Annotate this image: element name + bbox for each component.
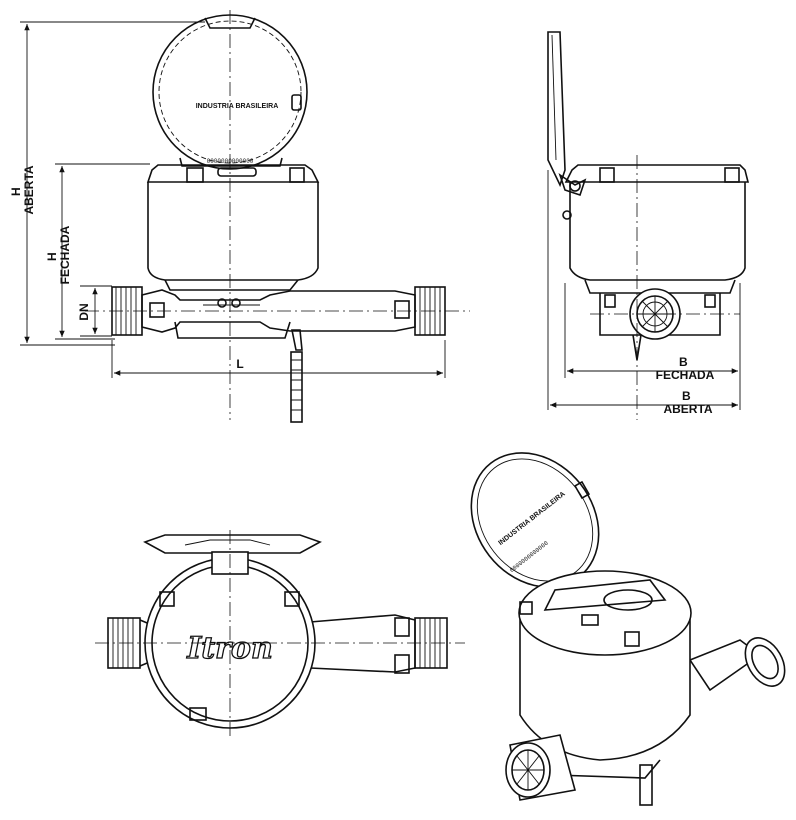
side-lid bbox=[547, 31, 566, 188]
front-register-body bbox=[146, 164, 320, 291]
dn-label: DN bbox=[77, 303, 91, 320]
front-pipe-body bbox=[111, 286, 446, 423]
front-view: INDUSTRIA BRASILEIRA 0000000000000 bbox=[9, 10, 470, 423]
h-aberta-label: H ABERTA bbox=[9, 165, 36, 214]
isometric-view: INDUSTRIA BRASILEIRA 0000000000000 bbox=[470, 452, 786, 806]
l-label: L bbox=[236, 357, 243, 371]
b-fechada-label: B FECHADA bbox=[656, 355, 715, 382]
iso-register-body bbox=[519, 615, 691, 761]
top-view: Itron bbox=[95, 530, 465, 740]
lid-text: INDUSTRIA BRASILEIRA bbox=[196, 103, 279, 110]
brand-logo: Itron bbox=[186, 631, 273, 666]
side-view: B FECHADA B ABERTA bbox=[547, 31, 750, 420]
b-aberta-label: B ABERTA bbox=[663, 389, 712, 416]
h-fechada-label: H FECHADA bbox=[45, 225, 72, 284]
